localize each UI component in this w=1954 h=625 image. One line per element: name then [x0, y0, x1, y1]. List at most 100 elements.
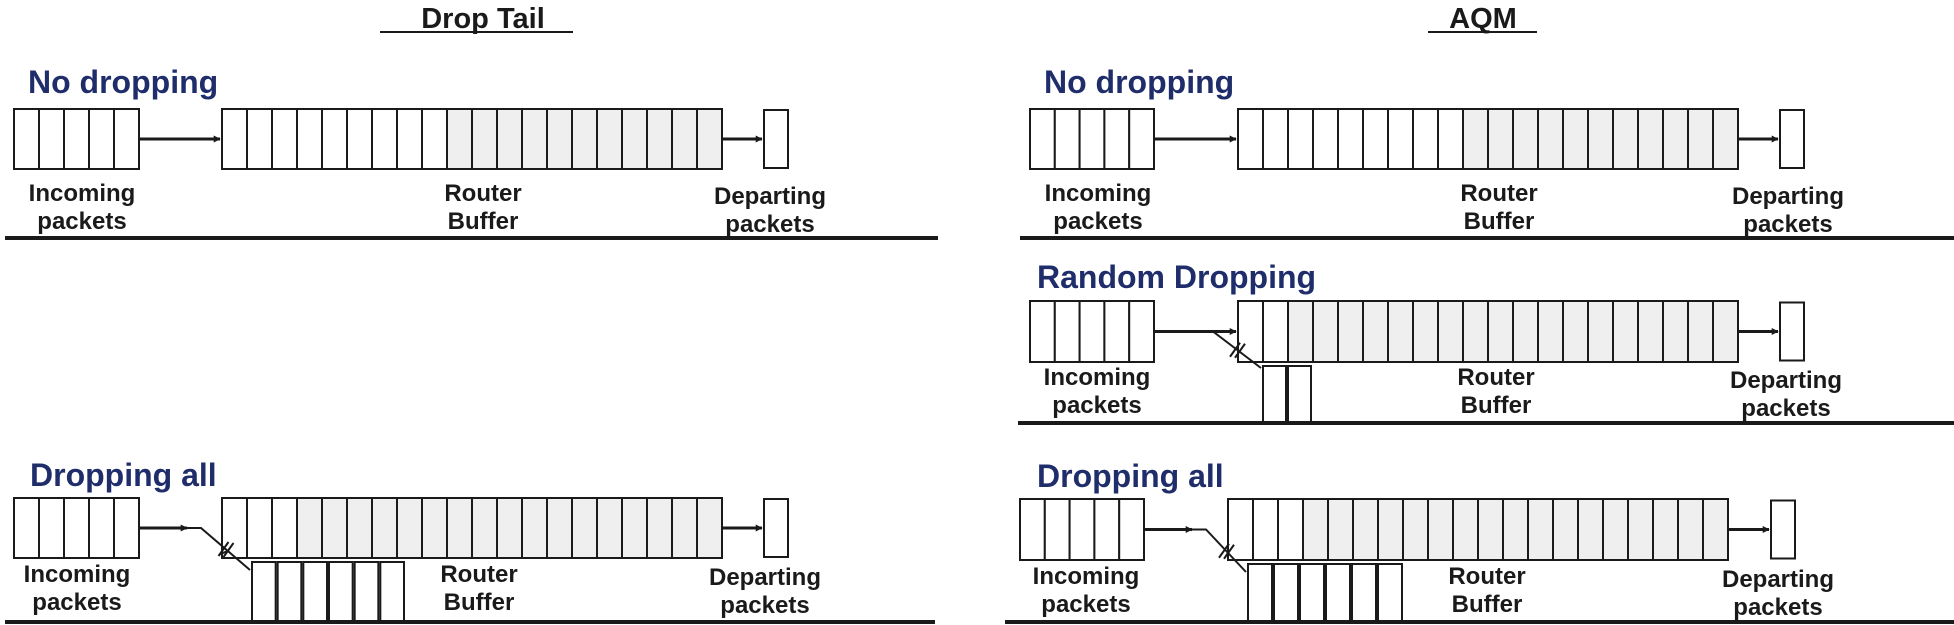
aqm-dropping-all-panel: Dropping all IncomingpacketsRouterBuffer…	[1005, 458, 1954, 624]
buffer-slot-empty	[1287, 108, 1314, 170]
dropped-packet	[1247, 563, 1273, 623]
aqm-no-dropping-panel: No dropping IncomingpacketsRouterBufferD…	[1020, 64, 1954, 240]
drop-path	[1192, 528, 1247, 573]
departing-label: packets	[720, 592, 809, 619]
buffer-slot-filled	[1462, 108, 1489, 170]
buffer-slot-filled	[471, 497, 498, 559]
buffer-slot-empty	[1252, 498, 1279, 561]
buffer-slot-filled	[1537, 300, 1564, 363]
buffer-slot-filled	[571, 108, 598, 170]
incoming-packet	[113, 108, 140, 170]
incoming-packet	[13, 108, 40, 170]
panel-title: No dropping	[28, 64, 218, 100]
buffer-slot-empty	[1277, 498, 1304, 561]
incoming-packet	[1118, 498, 1145, 561]
break-mark	[1218, 543, 1230, 559]
router-buffer-label: Buffer	[1464, 208, 1535, 235]
dropped-packet	[276, 561, 303, 623]
buffer-slot-empty	[1412, 108, 1439, 170]
incoming-packet	[63, 497, 90, 559]
departing-label: packets	[725, 211, 814, 238]
departing-packet	[763, 109, 789, 169]
incoming-packet	[1093, 498, 1121, 561]
buffer-slot-filled	[1402, 498, 1429, 561]
buffer-slot-filled	[671, 108, 698, 170]
departing-label: Departing	[1732, 183, 1844, 210]
buffer-slot-filled	[1662, 300, 1689, 363]
incoming-packet	[1043, 498, 1071, 561]
buffer-slot-empty	[1312, 108, 1339, 170]
buffer-slot-filled	[371, 497, 398, 559]
drop-tail-dropping-all-panel: Dropping all IncomingpacketsRouterBuffer…	[5, 457, 935, 624]
buffer-slot-filled	[321, 497, 348, 559]
router-buffer-label: Buffer	[444, 589, 515, 616]
dropped-packet	[1273, 563, 1299, 623]
panel-title: Dropping all	[30, 457, 217, 493]
buffer-slot-filled	[521, 108, 548, 170]
incoming-packet	[1103, 300, 1131, 363]
buffer-slot-filled	[471, 108, 498, 170]
buffer-slot-filled	[671, 497, 698, 559]
buffer-slot-filled	[496, 108, 523, 170]
incoming-label: Incoming	[24, 561, 131, 588]
buffer-slot-filled	[571, 497, 598, 559]
router-buffer-label: Router	[1457, 364, 1534, 391]
router-buffer-label: Router	[1448, 563, 1525, 590]
departing-label: Departing	[709, 564, 821, 591]
buffer-slot-filled	[1687, 108, 1714, 170]
buffer-slot-filled	[1512, 108, 1539, 170]
buffer-slot-filled	[1312, 300, 1339, 363]
incoming-packet	[63, 108, 90, 170]
router-buffer-label: Router	[440, 561, 517, 588]
drop-path	[187, 527, 251, 571]
incoming-packet	[1078, 300, 1106, 363]
departing-label: Departing	[714, 183, 826, 210]
buffer-slot-filled	[1562, 108, 1589, 170]
buffer-slot-empty	[1262, 300, 1289, 363]
buffer-slot-filled	[1637, 300, 1664, 363]
departing-label: packets	[1733, 594, 1822, 621]
buffer-slot-filled	[1627, 498, 1654, 561]
buffer-slot-filled	[1302, 498, 1329, 561]
buffer-slot-filled	[1477, 498, 1504, 561]
buffer-slot-filled	[546, 108, 573, 170]
incoming-label: packets	[32, 589, 121, 616]
buffer-slot-empty	[371, 108, 398, 170]
incoming-packet	[1103, 108, 1131, 170]
departing-label: packets	[1743, 211, 1832, 238]
panel-title: No dropping	[1044, 64, 1234, 100]
break-mark	[1234, 343, 1246, 359]
buffer-slot-filled	[1562, 300, 1589, 363]
buffer-slot-filled	[596, 497, 623, 559]
incoming-packet	[1068, 498, 1096, 561]
buffer-slot-filled	[1677, 498, 1704, 561]
buffer-slot-empty	[1387, 108, 1414, 170]
buffer-slot-filled	[1462, 300, 1489, 363]
incoming-packet	[88, 108, 115, 170]
buffer-slot-empty	[296, 108, 323, 170]
incoming-label: packets	[1053, 208, 1142, 235]
buffer-slot-filled	[1452, 498, 1479, 561]
buffer-slot-filled	[1577, 498, 1604, 561]
buffer-slot-filled	[496, 497, 523, 559]
buffer-slot-empty	[421, 108, 448, 170]
buffer-slot-filled	[1712, 300, 1739, 363]
departing-label: Departing	[1730, 367, 1842, 394]
router-buffer-label: Router	[444, 180, 521, 207]
departing-packet	[1770, 499, 1796, 560]
incoming-packet	[88, 497, 115, 559]
buffer-slot-empty	[1337, 108, 1364, 170]
buffer-slot-filled	[1502, 498, 1529, 561]
buffer-slot-filled	[546, 497, 573, 559]
buffer-slot-filled	[296, 497, 323, 559]
incoming-label: Incoming	[1033, 563, 1140, 590]
buffer-slot-filled	[1352, 498, 1379, 561]
break-mark	[222, 542, 235, 558]
buffer-slot-filled	[1587, 108, 1614, 170]
buffer-slot-filled	[1612, 108, 1639, 170]
buffer-slot-empty	[246, 497, 273, 559]
buffer-slot-empty	[396, 108, 423, 170]
dropped-packet	[1377, 563, 1403, 623]
buffer-slot-filled	[621, 108, 648, 170]
incoming-packet	[1019, 498, 1046, 561]
